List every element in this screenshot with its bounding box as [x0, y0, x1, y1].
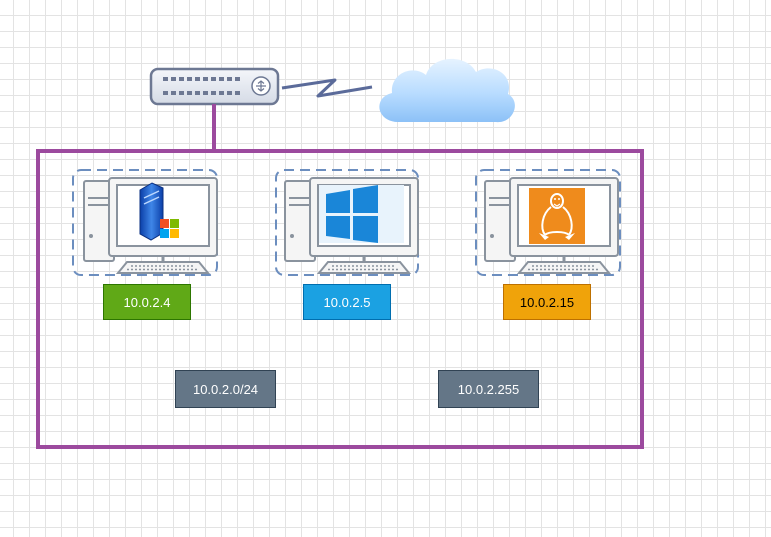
linux-tux-icon [529, 188, 585, 244]
wan-link [281, 78, 373, 98]
host-ip-label: 10.0.2.15 [503, 284, 591, 320]
host-1-computer [72, 169, 219, 276]
lan-boundary [36, 149, 644, 449]
windows-10-logo-icon [319, 185, 404, 243]
host-3-computer [475, 169, 621, 276]
internet-cloud-icon [379, 58, 515, 123]
subnet-label: 10.0.2.0/24 [175, 370, 276, 408]
host-2-computer [275, 169, 420, 276]
router-icon [149, 67, 280, 106]
host-ip-label: 10.0.2.5 [303, 284, 391, 320]
windows-xp-server-icon [139, 182, 179, 241]
broadcast-address-label: 10.0.2.255 [438, 370, 539, 408]
host-ip-label: 10.0.2.4 [103, 284, 191, 320]
